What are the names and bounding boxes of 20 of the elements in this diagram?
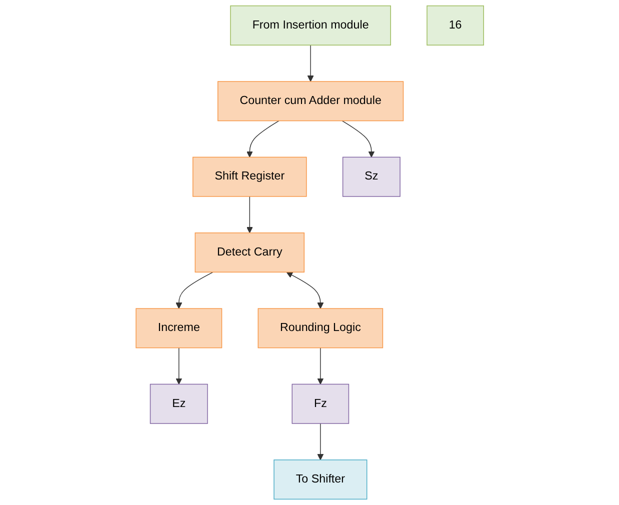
node-box: To Shifter bbox=[273, 460, 367, 500]
arrow bbox=[246, 196, 253, 234]
arrow bbox=[316, 347, 324, 384]
node-box: Fz bbox=[291, 384, 349, 424]
node-box: Ez bbox=[150, 384, 208, 424]
arrow bbox=[341, 120, 374, 158]
node-box: Counter cum Adder module bbox=[217, 81, 404, 122]
node-box: Sz bbox=[342, 156, 400, 197]
node-box: Shift Register bbox=[192, 156, 306, 197]
node-box: From Insertion module bbox=[230, 5, 391, 46]
arrow bbox=[175, 347, 182, 384]
arrow bbox=[175, 272, 213, 309]
node-box: 16 bbox=[426, 5, 484, 46]
arrow bbox=[307, 44, 314, 82]
node-box: Rounding Logic bbox=[257, 308, 383, 348]
arrow bbox=[316, 423, 324, 460]
arrow bbox=[286, 272, 324, 309]
arrow bbox=[246, 120, 279, 158]
node-box: Increme bbox=[135, 308, 222, 348]
node-box: Detect Carry bbox=[194, 232, 304, 272]
